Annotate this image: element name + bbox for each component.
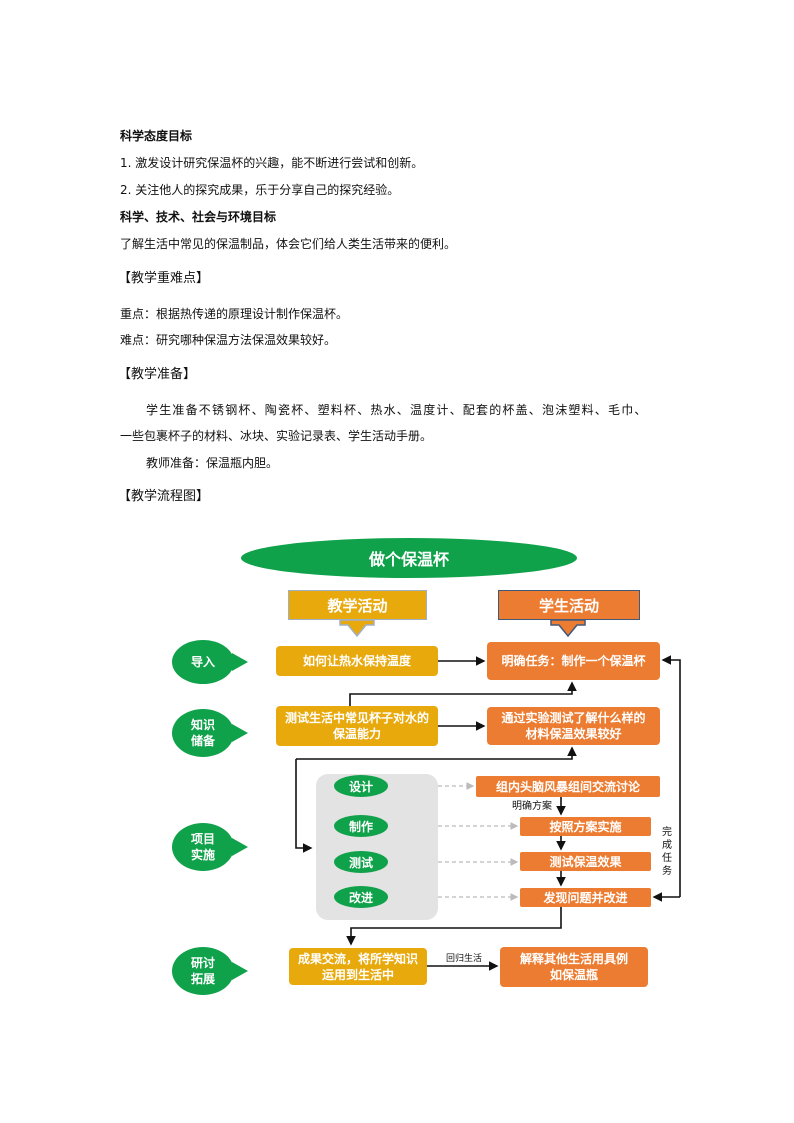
flowchart-title: 做个保温杯	[241, 538, 577, 578]
teacher-step: 成果交流，将所学知识运用到生活中	[289, 948, 427, 985]
section-heading: 【教学重难点】	[118, 271, 210, 286]
student-activity-header: 学生活动	[498, 590, 640, 620]
paragraph: 1. 激发设计研究保温杯的兴趣，能不断进行尝试和创新。	[120, 156, 424, 170]
project-step: 按照方案实施	[520, 817, 651, 836]
arrow-icon	[232, 653, 248, 671]
stage-discussion: 研讨拓展	[172, 947, 248, 995]
label-back-to-life: 回归生活	[446, 954, 483, 964]
stage-knowledge: 知识储备	[172, 709, 248, 757]
section-heading: 【教学流程图】	[118, 489, 210, 504]
cycle-make: 制作	[334, 815, 388, 837]
student-step: 解释其他生活用具例如保温瓶	[500, 947, 648, 987]
paragraph: 重点：根据热传递的原理设计制作保温杯。	[120, 307, 349, 321]
stage-intro: 导入	[172, 640, 248, 684]
arrow-icon	[232, 724, 248, 742]
heading-attitude-goals: 科学态度目标	[120, 129, 193, 143]
cycle-test: 测试	[334, 851, 388, 873]
section-heading: 【教学准备】	[118, 367, 197, 382]
teacher-activity-header: 教学活动	[288, 590, 427, 620]
cycle-design: 设计	[334, 775, 388, 797]
label-done: 完成任务	[662, 827, 672, 877]
paragraph: 了解生活中常见的保温制品，体会它们给人类生活带来的便利。	[120, 237, 457, 251]
project-step: 发现问题并改进	[520, 888, 651, 907]
paragraph: 教师准备：保温瓶内胆。	[146, 456, 279, 470]
cycle-improve: 改进	[334, 886, 388, 908]
heading-stse-goals: 科学、技术、社会与环境目标	[120, 210, 277, 224]
label-plan: 明确方案	[512, 801, 552, 812]
paragraph: 学生准备不锈钢杯、陶瓷杯、塑料杯、热水、温度计、配套的杯盖、泡沫塑料、毛巾、	[146, 403, 648, 417]
student-step: 明确任务：制作一个保温杯	[487, 642, 660, 680]
paragraph: 2. 关注他人的探究成果，乐于分享自己的探究经验。	[120, 183, 400, 197]
project-step: 测试保温效果	[520, 852, 651, 871]
paragraph: 难点：研究哪种保温方法保温效果较好。	[120, 333, 337, 347]
stage-project: 项目实施	[172, 823, 248, 871]
project-step: 组内头脑风暴组间交流讨论	[476, 776, 660, 797]
student-step: 通过实验测试了解什么样的材料保温效果较好	[487, 707, 660, 745]
teacher-step: 测试生活中常见杯子对水的保温能力	[276, 706, 438, 746]
arrow-icon	[232, 962, 248, 980]
paragraph: 一些包裹杯子的材料、冰块、实验记录表、学生活动手册。	[120, 429, 433, 443]
arrow-icon	[232, 838, 248, 856]
teacher-step: 如何让热水保持温度	[276, 646, 438, 676]
